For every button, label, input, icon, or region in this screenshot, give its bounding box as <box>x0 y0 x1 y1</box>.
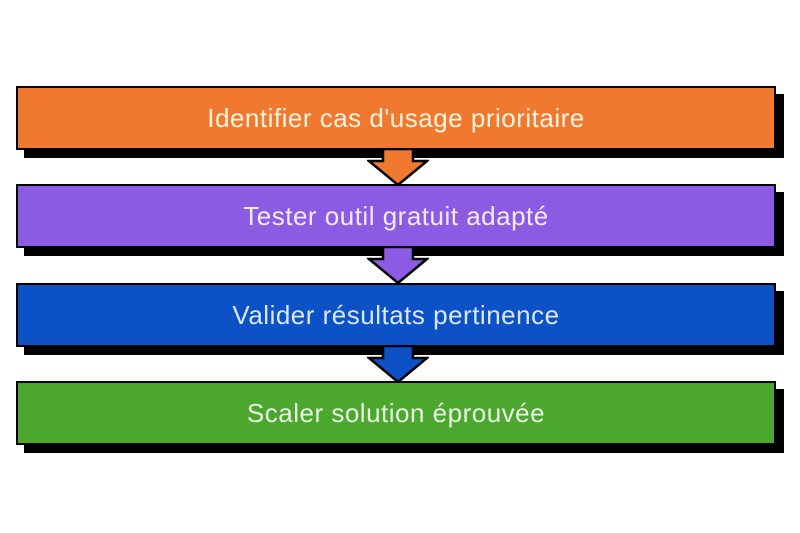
flow-step-2: Tester outil gratuit adapté <box>16 184 776 248</box>
flow-step-4: Scaler solution éprouvée <box>16 381 776 445</box>
arrow-down-shape <box>367 345 429 383</box>
arrow-down-icon <box>367 246 429 284</box>
flow-step-4-label: Scaler solution éprouvée <box>246 397 546 428</box>
arrow-down-icon <box>367 345 429 383</box>
arrow-down-icon <box>367 148 429 186</box>
flow-step-2-label: Tester outil gratuit adapté <box>243 200 549 231</box>
flow-step-1: Identifier cas d'usage prioritaire <box>16 86 776 150</box>
arrow-down-shape <box>367 246 429 284</box>
flow-step-3-label: Valider résultats pertinence <box>232 299 560 330</box>
flow-step-1-label: Identifier cas d'usage prioritaire <box>207 102 585 133</box>
arrow-down-shape <box>367 148 429 186</box>
flow-step-3: Valider résultats pertinence <box>16 283 776 347</box>
